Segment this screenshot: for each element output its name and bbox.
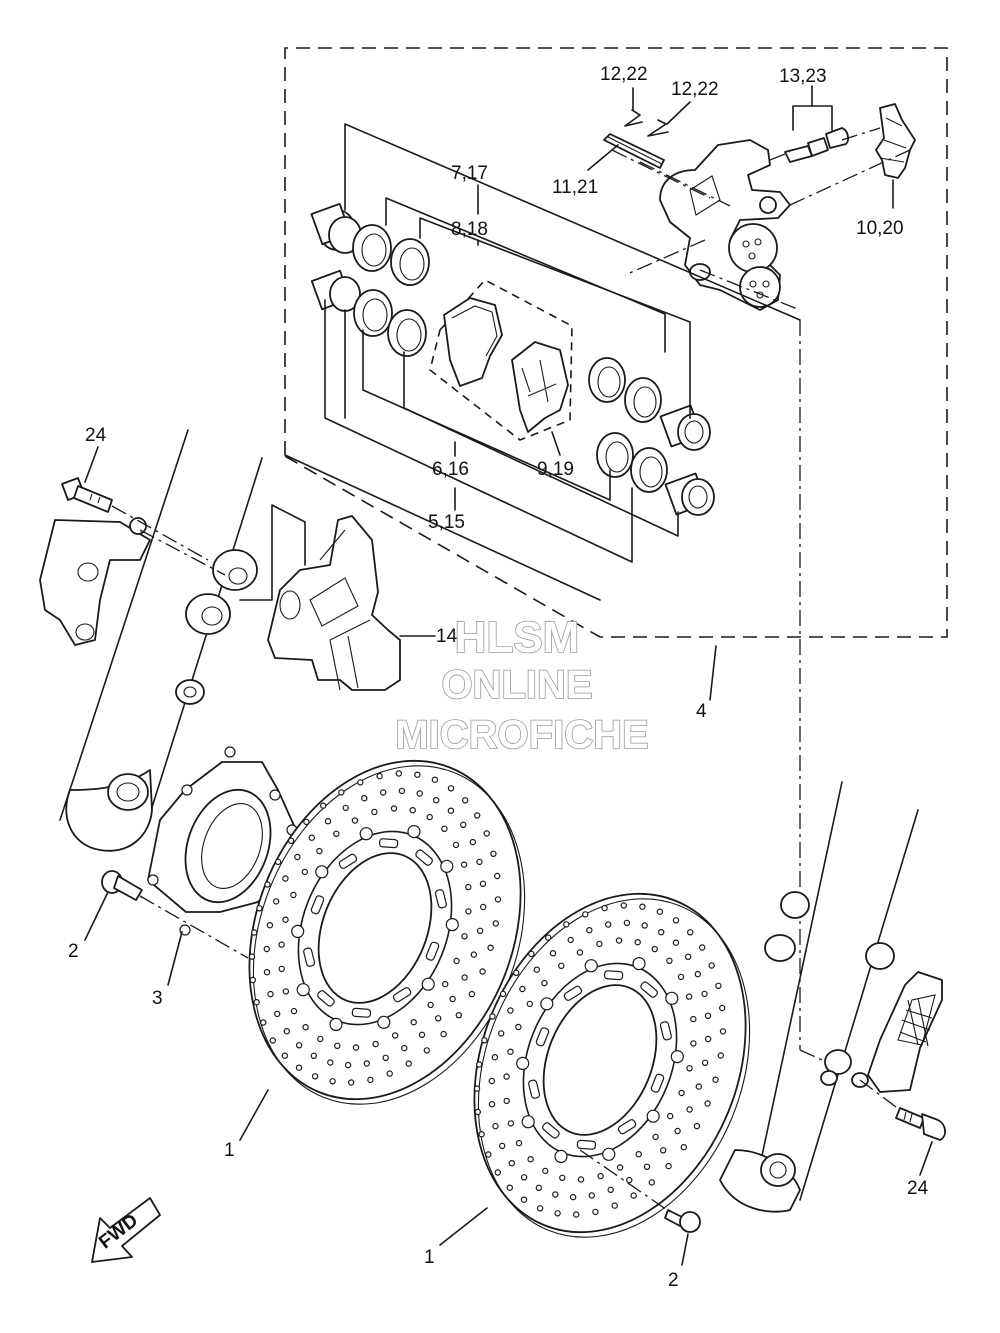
- pad-pin-11-21: [603, 133, 665, 169]
- label-part-8-18: 8,18: [451, 219, 488, 240]
- caliper-body-right: [659, 139, 791, 311]
- clip-12-22-b: [647, 119, 669, 137]
- left-mounting-bracket: [39, 517, 151, 646]
- left-fork-tube: [59, 429, 263, 852]
- caliper-assembly-boundary: [282, 47, 948, 638]
- right-sensor-bracket: [867, 971, 943, 1093]
- brake-disc-left: [248, 759, 526, 1105]
- leader-bracket-lines: [284, 123, 801, 601]
- label-part-12-22-b: 12,22: [671, 79, 719, 100]
- label-part-7-17: 7,17: [451, 163, 488, 184]
- right-fork-tube: [719, 781, 919, 1213]
- label-part-2-bottom: 2: [668, 1270, 679, 1291]
- label-part-14: 14: [436, 626, 458, 647]
- brake-caliper-14: [267, 515, 401, 691]
- bolt-2-left: [101, 870, 143, 901]
- label-part-5-15: 5,15: [428, 512, 465, 533]
- bolt-2-bottom: [664, 1209, 701, 1233]
- disc-adapter-3: [147, 746, 298, 936]
- bolt-24-left: [61, 477, 113, 513]
- label-part-11-21: 11,21: [552, 177, 598, 198]
- label-part-6-16: 6,16: [432, 459, 469, 480]
- label-part-2-left: 2: [68, 941, 79, 962]
- clip-12-22-a: [624, 109, 643, 127]
- watermark-line-2: ONLINE: [441, 663, 592, 707]
- label-part-1-bottom: 1: [424, 1247, 435, 1268]
- label-part-13-23: 13,23: [779, 66, 827, 87]
- bleed-screw-13-23: [784, 127, 849, 163]
- part-labels: 12,22 12,22 13,23 7,17 11,21 8,18 10,20 …: [68, 64, 929, 1291]
- watermark-line-3: MICROFICHE: [395, 713, 648, 757]
- label-part-24-bottom: 24: [907, 1178, 929, 1199]
- label-part-4: 4: [696, 701, 707, 722]
- brake-disc-right: [473, 892, 751, 1238]
- label-part-24-top: 24: [85, 425, 107, 446]
- brake-pads-9-19: [429, 279, 573, 441]
- label-part-1-left: 1: [224, 1140, 235, 1161]
- label-part-12-22-a: 12,22: [600, 64, 648, 85]
- label-part-9-19: 9,19: [537, 459, 574, 480]
- label-part-3: 3: [152, 988, 163, 1009]
- label-part-10-20: 10,20: [856, 218, 904, 239]
- fwd-arrow-icon: FWD: [91, 1197, 161, 1263]
- watermark: HLSM ONLINE MICROFICHE: [395, 612, 650, 758]
- leader-lines: [84, 85, 933, 1266]
- watermark-line-1: HLSM: [455, 613, 580, 662]
- caliper-piston-group: [310, 202, 715, 516]
- bolt-24-right: [895, 1107, 946, 1141]
- pad-spring-10-20: [875, 103, 916, 179]
